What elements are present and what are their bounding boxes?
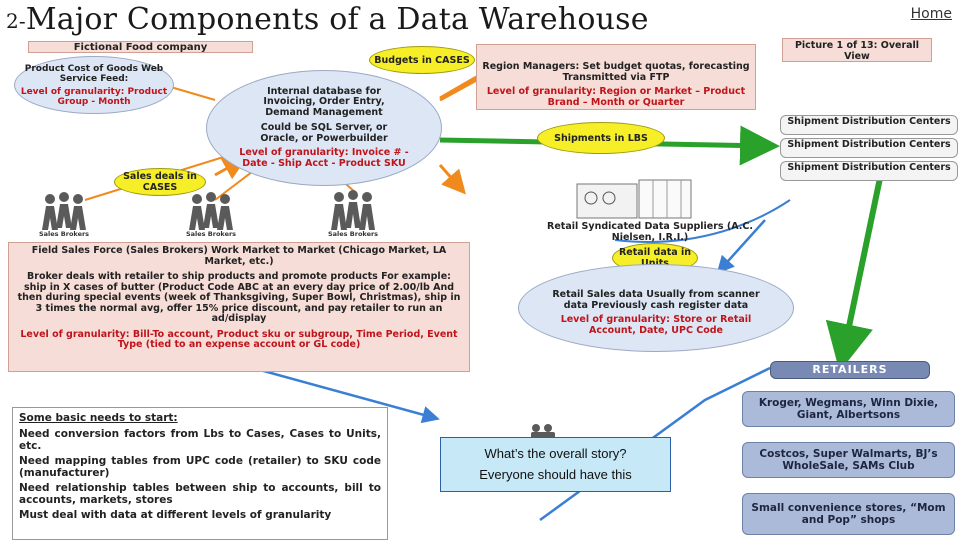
basic-needs-title: Some basic needs to start: bbox=[19, 412, 178, 424]
basic-needs-box: Some basic needs to start: Need conversi… bbox=[12, 407, 388, 540]
overall-story-answer: Everyone should have this bbox=[479, 467, 632, 482]
retailer-group-1: Kroger, Wegmans, Winn Dixie, Giant, Albe… bbox=[742, 391, 955, 427]
need-item: Must deal with data at different levels … bbox=[19, 509, 332, 521]
need-item: Need relationship tables between ship to… bbox=[19, 482, 381, 506]
sales-broker-2: Sales Brokers bbox=[183, 192, 239, 238]
distribution-center-2: Shipment Distribution Centers bbox=[780, 138, 958, 158]
picture-counter: Picture 1 of 13: Overall View bbox=[782, 38, 932, 62]
internal-database: Internal database for Invoicing, Order E… bbox=[206, 70, 442, 186]
sales-broker-icon bbox=[331, 190, 375, 230]
data-supplier-machine bbox=[575, 178, 695, 220]
distribution-to-retailers-arrow bbox=[825, 177, 883, 372]
server-icon bbox=[576, 179, 692, 219]
data-supplier-label: Retail Syndicated Data Suppliers (A.C. N… bbox=[547, 221, 753, 243]
distribution-center-1: Shipment Distribution Centers bbox=[780, 115, 958, 135]
overall-story-question: What’s the overall story? bbox=[484, 446, 627, 461]
sales-deals-tag: Sales deals in CASES bbox=[114, 168, 206, 196]
distribution-center-3: Shipment Distribution Centers bbox=[780, 161, 958, 181]
sales-broker-icon bbox=[42, 192, 86, 230]
sales-broker-icon bbox=[189, 192, 233, 230]
web-service-feed: Product Cost of Goods Web Service Feed: … bbox=[14, 56, 174, 114]
need-item: Need conversion factors from Lbs to Case… bbox=[19, 428, 381, 452]
field-sales-to-story-arrow bbox=[259, 368, 440, 424]
db-to-broker-arrow bbox=[438, 164, 466, 195]
budgets-tag: Budgets in CASES bbox=[369, 46, 475, 74]
need-item: Need mapping tables from UPC code (retai… bbox=[19, 455, 381, 479]
retail-sales-to-db-arrow bbox=[614, 199, 791, 243]
sales-broker-1: Sales Brokers bbox=[36, 192, 92, 238]
company-header: Fictional Food company bbox=[28, 41, 253, 53]
budget-arrow bbox=[439, 76, 481, 102]
retailer-group-3: Small convenience stores, “Mom and Pop” … bbox=[742, 493, 955, 535]
retail-sales-data: Retail Sales data Usually from scanner d… bbox=[518, 264, 794, 352]
retail-data-arrow bbox=[716, 219, 766, 274]
region-managers-box: Region Managers: Set budget quotas, fore… bbox=[476, 44, 756, 110]
sales-broker-3: Sales Brokers bbox=[325, 188, 381, 238]
slide-title: 2-Major Components of a Data Warehouse bbox=[6, 2, 649, 37]
home-link[interactable]: Home bbox=[910, 6, 952, 22]
retailers-header: RETAILERS bbox=[770, 361, 930, 379]
retailer-group-2: Costcos, Super Walmarts, BJ’s WholeSale,… bbox=[742, 442, 955, 478]
field-sales-force-box: Field Sales Force (Sales Brokers) Work M… bbox=[8, 242, 470, 372]
shipments-tag: Shipments in LBS bbox=[537, 122, 665, 154]
overall-story-box: What’s the overall story? Everyone shoul… bbox=[440, 437, 671, 492]
